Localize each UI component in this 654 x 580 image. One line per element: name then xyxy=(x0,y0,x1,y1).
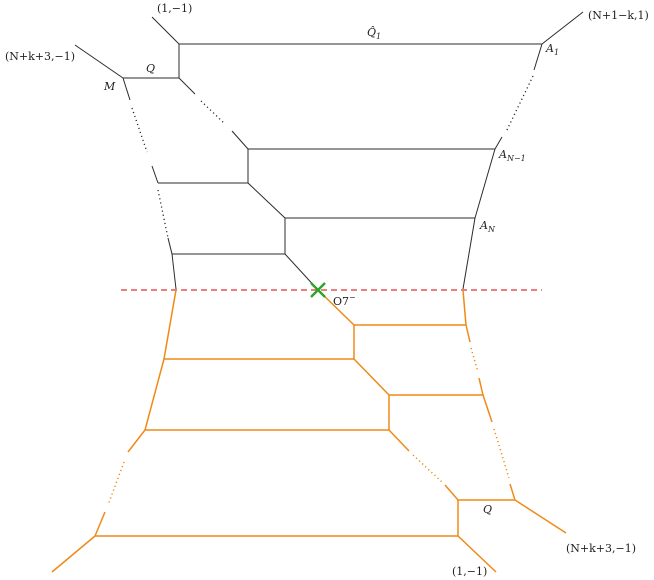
o-bottom-left-leg xyxy=(51,535,96,573)
lower-web xyxy=(51,289,567,573)
o-diag-2 xyxy=(353,358,390,396)
o-left-4 xyxy=(94,511,106,537)
m-leg xyxy=(122,77,131,101)
left-dots-2 xyxy=(157,189,169,239)
top-right-leg xyxy=(541,11,584,45)
o-bottom-right-leg xyxy=(457,535,497,573)
o-q-right-leg xyxy=(514,499,567,534)
label-q-top: Q xyxy=(146,62,155,75)
label-o7: O7− xyxy=(333,293,356,308)
label-bottom-right-charge: (N+k+3,−1) xyxy=(566,542,636,555)
label-m: M xyxy=(103,80,116,93)
label-q-bottom: Q xyxy=(483,503,492,516)
o-left-2 xyxy=(144,358,165,431)
o-right-5 xyxy=(509,483,516,501)
label-a1: A1 xyxy=(545,42,559,57)
left-leg-3 xyxy=(167,237,173,255)
right-leg-2 xyxy=(494,136,503,150)
o-right-1 xyxy=(462,289,467,326)
o-right-3 xyxy=(478,377,484,396)
right-dots xyxy=(505,75,534,133)
left-external-leg xyxy=(74,44,124,79)
o-left-1 xyxy=(163,289,177,360)
label-top-left-charge: (1,−1) xyxy=(157,2,192,15)
inner-dots xyxy=(200,100,226,125)
left-leg-4 xyxy=(171,253,177,290)
o-diag-3 xyxy=(388,429,410,452)
label-q-hat: Q̂1 xyxy=(367,26,381,41)
left-leg-2 xyxy=(151,165,159,184)
o-right-2 xyxy=(465,324,471,343)
inner-diag-2 xyxy=(231,130,249,150)
label-top-right-charge: (N+1−k,1) xyxy=(588,9,649,22)
right-leg-4 xyxy=(462,217,476,290)
label-a-n: AN xyxy=(479,219,496,234)
o-diag-dots xyxy=(412,454,444,484)
o-right-dots-1 xyxy=(470,347,479,373)
label-left-charge: (N+k+3,−1) xyxy=(5,50,75,63)
o-left-dots xyxy=(107,461,125,506)
o-right-dots-2 xyxy=(493,428,510,479)
o7-marker-icon xyxy=(310,282,326,298)
o-left-3 xyxy=(127,429,146,453)
label-bottom-charge: (1,−1) xyxy=(452,565,487,578)
left-dots-1 xyxy=(131,107,148,153)
o-right-4 xyxy=(482,394,493,423)
inner-diag-1 xyxy=(178,77,196,95)
label-a-n-minus-1: AN−1 xyxy=(498,148,526,163)
top-left-leg xyxy=(151,16,180,45)
upper-web xyxy=(74,11,584,291)
o-diag-4 xyxy=(444,484,459,501)
right-leg-3 xyxy=(474,148,496,219)
inner-diag-3 xyxy=(247,182,286,219)
right-leg-1 xyxy=(533,43,543,71)
